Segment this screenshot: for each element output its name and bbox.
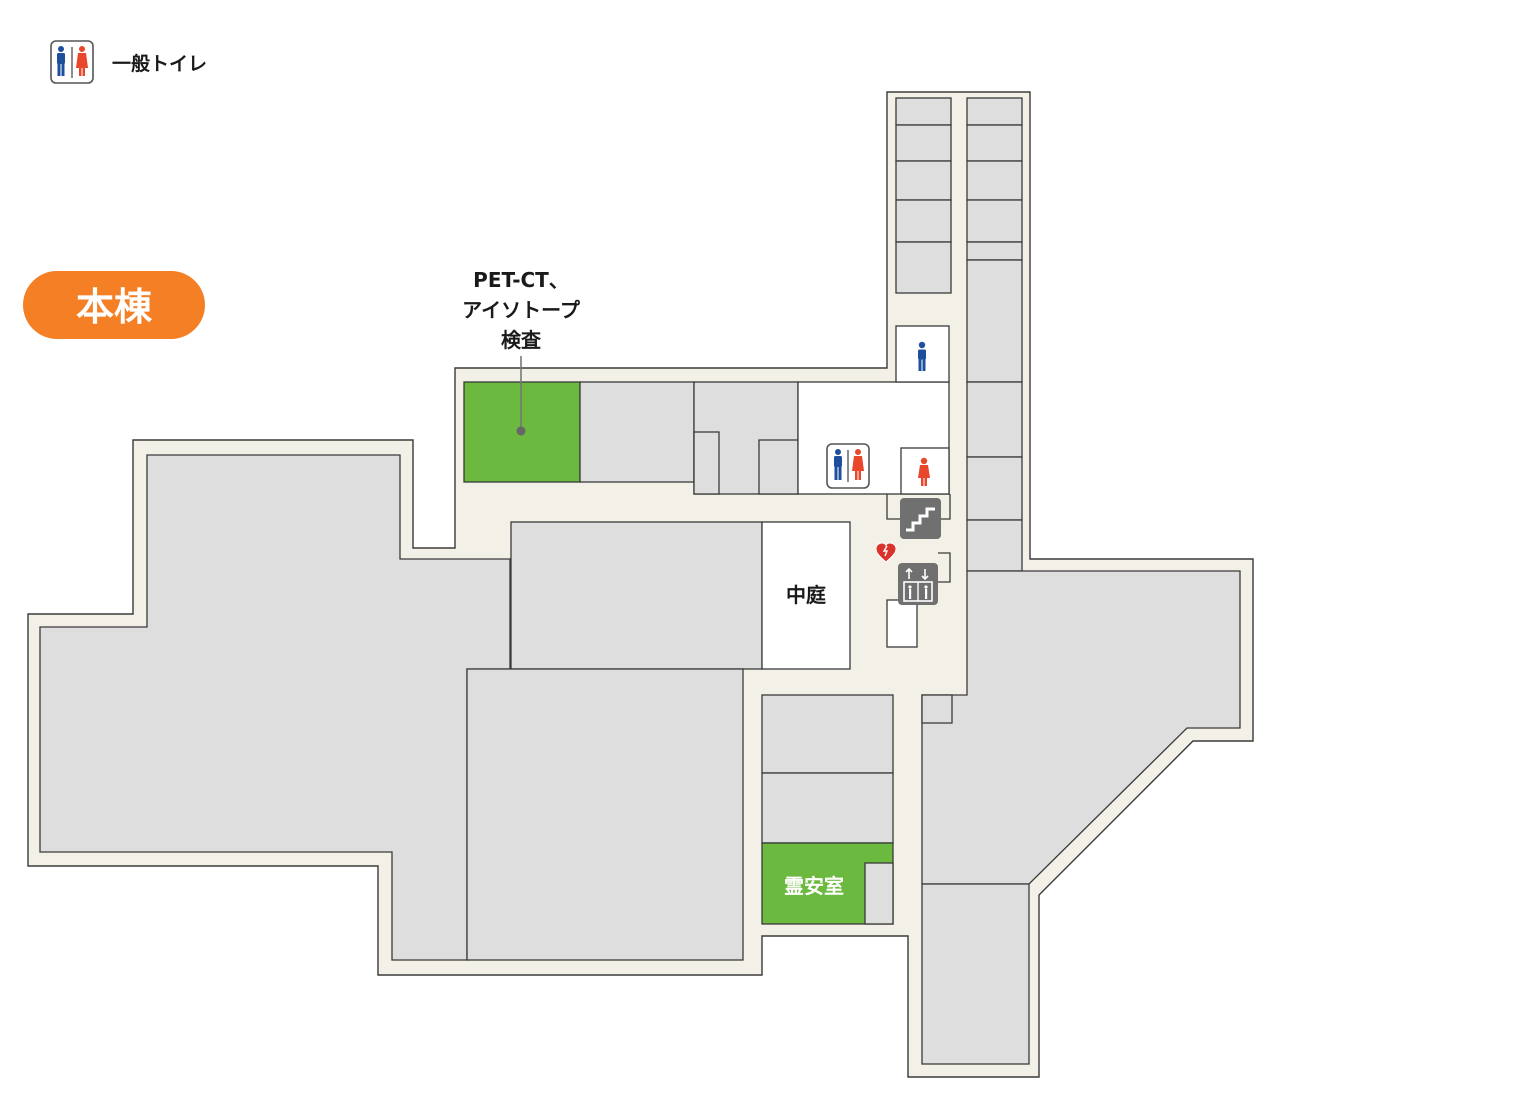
building-badge: 本棟 (23, 271, 205, 339)
pet-ct-callout: PET-CT、 アイソトープ 検査 (462, 268, 581, 436)
legend-restroom-label: 一般トイレ (112, 52, 207, 75)
center-room-upper (510, 521, 763, 670)
north-room (895, 124, 952, 162)
restroom-icon (50, 40, 94, 84)
elevator-alcove (938, 552, 951, 583)
north-room (966, 199, 1023, 243)
east-small-room (921, 694, 953, 724)
north-wing-left-rooms (895, 97, 952, 294)
north-room (895, 97, 952, 126)
pet-ct-label-line1: PET-CT、 (473, 268, 569, 292)
north-wing-right-rooms (966, 97, 1023, 572)
stairs-icon[interactable] (900, 498, 941, 539)
mortuary-label: 霊安室 (784, 874, 844, 898)
north-room (966, 160, 1023, 201)
restroom-icon[interactable] (826, 443, 870, 489)
center-room-lower (466, 668, 744, 961)
building-name: 本棟 (76, 285, 153, 329)
north-room (966, 241, 1023, 261)
north-room (966, 259, 1023, 383)
aed-icon[interactable] (875, 542, 897, 563)
north-room (895, 241, 952, 294)
north-room (966, 124, 1023, 162)
mortuary-side-room (864, 862, 894, 925)
courtyard (761, 521, 851, 670)
small-room-elevator (886, 599, 918, 648)
north-room (966, 456, 1023, 521)
north-room (895, 160, 952, 201)
courtyard-label: 中庭 (786, 583, 826, 607)
room-top-2 (579, 381, 695, 483)
south-east-room (921, 883, 1030, 1065)
pet-ct-label-line3: 検査 (501, 328, 541, 352)
north-room (966, 97, 1023, 126)
north-room (895, 199, 952, 243)
legend: 一般トイレ (50, 40, 207, 84)
elevator-icon[interactable] (898, 563, 938, 605)
male-toilet-icon[interactable] (918, 341, 926, 371)
north-room (966, 381, 1023, 458)
room-south-1 (761, 694, 894, 774)
west-wing-room (39, 454, 511, 961)
north-room (966, 519, 1023, 572)
female-toilet-icon[interactable] (918, 457, 930, 486)
pet-ct-label-line2: アイソトープ (462, 298, 581, 322)
room-top-3-sub-a (693, 431, 720, 495)
room-south-2 (761, 772, 894, 844)
room-top-3-sub-b (758, 439, 799, 495)
callout-dot (516, 426, 526, 436)
